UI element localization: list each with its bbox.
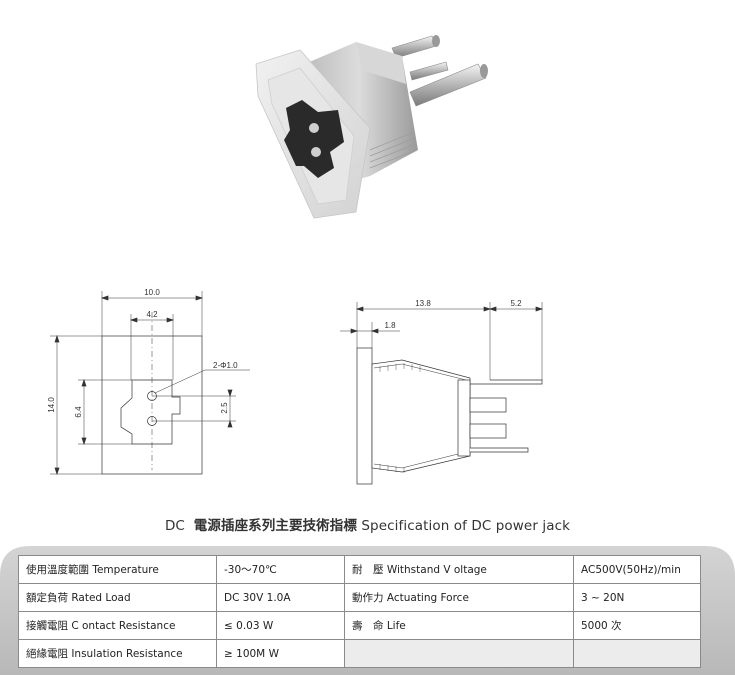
table-row: 接觸電阻 C ontact Resistance ≤ 0.03 W 壽 命 Li… <box>18 611 701 640</box>
spec-label-empty <box>344 639 574 668</box>
spec-label: 壽 命 Life <box>344 611 574 640</box>
table-row: 使用溫度範圍 Temperature -30～70℃ 耐 壓 Withstand… <box>18 555 701 584</box>
socket-opening <box>284 100 344 178</box>
spec-value: ≥ 100M W <box>216 639 345 668</box>
title-prefix: DC <box>164 518 185 534</box>
dim-pin-spacing: 2.5 <box>220 402 229 414</box>
dim-pin-label: 2-Φ1.0 <box>213 361 238 370</box>
spec-label: 接觸電阻 C ontact Resistance <box>18 611 217 640</box>
spec-value: 3 ~ 20N <box>573 583 701 612</box>
spec-value: DC 30V 1.0A <box>216 583 345 612</box>
dim-flange-thickness: 1.8 <box>384 321 396 330</box>
spec-label: 額定負荷 Rated Load <box>18 583 217 612</box>
side-view-body <box>371 359 471 473</box>
spec-value: AC500V(50Hz)/min <box>573 555 701 584</box>
spec-value: -30～70℃ <box>216 555 345 584</box>
spec-value-empty <box>573 639 701 668</box>
title-chinese: 電源插座系列主要技術指標 <box>193 518 357 534</box>
dim-overall-width: 10.0 <box>144 288 160 297</box>
dim-pin-extension: 5.2 <box>510 299 522 308</box>
title-english: Specification of DC power jack <box>361 518 571 534</box>
side-view-pin-upper <box>470 379 543 385</box>
side-view-flange <box>356 347 373 485</box>
spec-value: ≤ 0.03 W <box>216 611 345 640</box>
spec-table: 使用溫度範圍 Temperature -30～70℃ 耐 壓 Withstand… <box>18 555 701 668</box>
spec-label: 使用溫度範圍 Temperature <box>18 555 217 584</box>
dim-overall-height: 14.0 <box>47 397 56 413</box>
side-view-pin-lower <box>470 447 529 453</box>
table-row: 額定負荷 Rated Load DC 30V 1.0A 動作力 Actuatin… <box>18 583 701 612</box>
technical-drawings: 10.0 4.2 2-Φ1.0 14.0 6.4 2.5 13.8 5.2 1.… <box>47 288 544 485</box>
dim-body-length: 13.8 <box>415 299 431 308</box>
product-photo <box>255 35 488 219</box>
spec-label: 絕緣電阻 Insulation Resistance <box>18 639 217 668</box>
dim-slot-height: 6.4 <box>74 406 83 418</box>
spec-label: 動作力 Actuating Force <box>344 583 574 612</box>
spec-label: 耐 壓 Withstand V oltage <box>344 555 574 584</box>
spec-value: 5000 次 <box>573 611 701 640</box>
spec-title: DC 電源插座系列主要技術指標 Specification of DC powe… <box>0 514 735 534</box>
pin-lower <box>409 63 488 107</box>
dim-slot-width: 4.2 <box>146 310 158 319</box>
table-row: 絕緣電阻 Insulation Resistance ≥ 100M W <box>18 639 701 668</box>
spec-table-panel: 使用溫度範圍 Temperature -30～70℃ 耐 壓 Withstand… <box>0 546 735 675</box>
pin-middle <box>409 61 449 81</box>
